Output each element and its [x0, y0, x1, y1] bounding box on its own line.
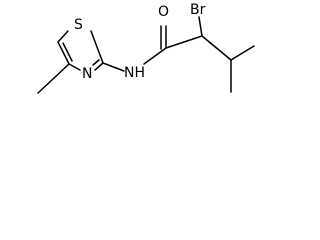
- oxygen-atom-label: O: [158, 4, 169, 20]
- bond-n3-c2-inner: [92, 59, 100, 66]
- bond-c4-methyl: [37, 63, 70, 94]
- bromine-atom-label: Br: [190, 2, 206, 18]
- bond-calpha-br: [198, 16, 203, 37]
- molecule-structure-diagram: Br O NH S N: [37, 2, 255, 94]
- bond-s-c5: [57, 30, 69, 43]
- sulfur-atom-label: S: [74, 17, 83, 33]
- bond-c4-n3: [68, 63, 81, 71]
- amide-linkage: [102, 25, 167, 72]
- ring-nitrogen-label: N: [82, 66, 92, 82]
- bond-cbeta-methyl-right: [230, 45, 255, 61]
- bond-n3-c2: [94, 62, 104, 71]
- alkyl-chain: [165, 16, 255, 93]
- bond-carbonyl-calpha: [165, 35, 203, 49]
- bond-c2-nh: [102, 62, 125, 72]
- thiazole-ring: [37, 30, 104, 94]
- bond-c5-c4: [57, 41, 70, 65]
- bond-c5-c4-inner: [62, 42, 73, 62]
- amide-nitrogen-label: NH: [124, 65, 145, 81]
- bond-c2-s: [90, 30, 104, 64]
- bond-calpha-cbeta: [201, 35, 232, 61]
- bond-nh-carbonyl: [143, 47, 167, 65]
